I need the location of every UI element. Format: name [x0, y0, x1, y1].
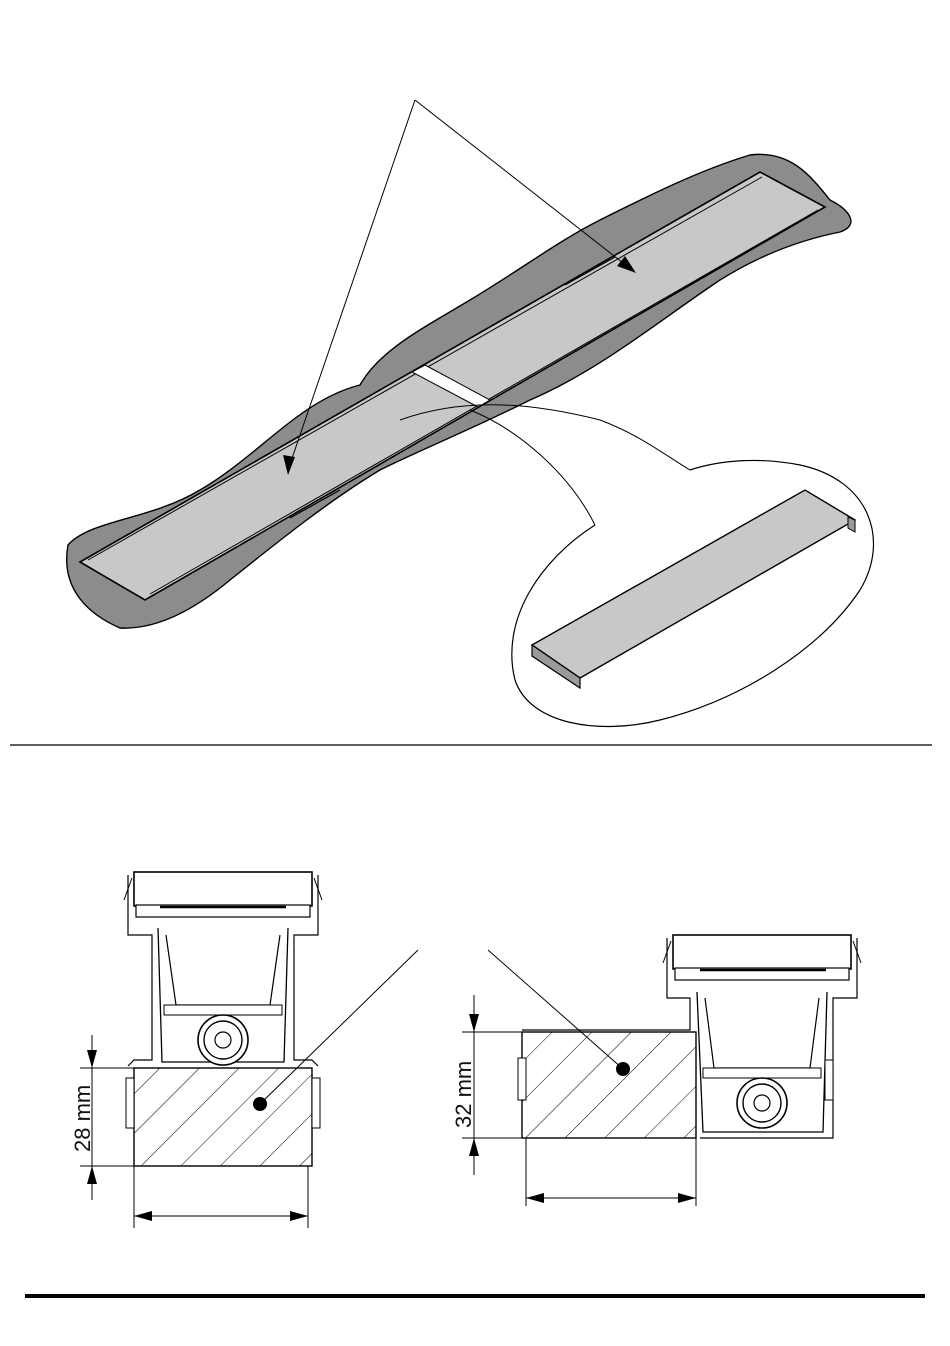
cover-frame	[673, 935, 851, 969]
leader-line	[415, 100, 632, 270]
detail-cover-end	[848, 517, 855, 532]
section-left: 28 mm	[70, 872, 418, 1228]
dimension-label-left: 28 mm	[70, 1085, 95, 1152]
tile-layer	[522, 1032, 696, 1138]
dimension-label-right: 32 mm	[451, 1061, 476, 1128]
leader-line	[260, 950, 418, 1104]
detail-cover-top	[532, 490, 855, 678]
isometric-view	[67, 100, 874, 727]
cover-frame	[134, 872, 312, 906]
channel-flange	[522, 938, 690, 1030]
detail-callout-curve	[470, 410, 595, 525]
section-right: 32 mm	[451, 935, 861, 1206]
tile-layer	[134, 1068, 312, 1166]
